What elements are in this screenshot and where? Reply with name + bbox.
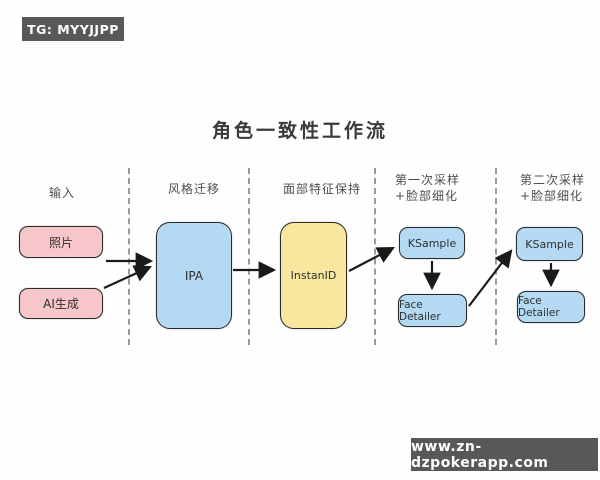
- column-header-style-transfer: 风格迁移: [153, 181, 235, 197]
- node-ksample-1: KSample: [399, 227, 465, 259]
- column-header-label-line1: 第一次采样: [395, 173, 461, 187]
- column-header-first-sampling: 第一次采样 +脸部细化: [395, 172, 475, 204]
- column-header-label-line2: +脸部细化: [395, 189, 459, 203]
- node-photo: 照片: [19, 226, 103, 258]
- arrow-instanid-to-ksample1: [348, 246, 395, 272]
- website-watermark-badge: www.zn-dzpokerapp.com: [411, 438, 598, 471]
- column-header-label: 面部特征保持: [282, 182, 361, 196]
- column-header-label: 输入: [48, 186, 75, 200]
- node-instanid: InstanID: [280, 222, 347, 329]
- node-ksample-2: KSample: [516, 227, 583, 261]
- node-ai-generated: AI生成: [19, 288, 103, 319]
- column-header-face-feature-keep: 面部特征保持: [268, 181, 376, 197]
- telegram-watermark-badge: TG: MYYJJPP: [22, 17, 124, 41]
- column-separator: [374, 168, 376, 345]
- arrow-detailer1-to-ksample2: [468, 249, 513, 307]
- column-separator: [495, 168, 497, 345]
- page-title: 角色一致性工作流: [211, 120, 388, 142]
- node-face-detailer-1: Face Detailer: [398, 294, 467, 327]
- node-face-detailer-2: Face Detailer: [517, 291, 585, 323]
- column-header-second-sampling: 第二次采样 +脸部细化: [520, 172, 600, 204]
- column-separator: [248, 168, 250, 345]
- node-ipa: IPA: [156, 222, 232, 329]
- column-separator: [128, 168, 130, 345]
- arrow-ai-to-ipa: [103, 265, 153, 290]
- column-header-label: 风格迁移: [167, 182, 220, 196]
- column-header-label-line1: 第二次采样: [520, 173, 586, 187]
- column-header-input: 输入: [27, 185, 97, 201]
- column-header-label-line2: +脸部细化: [520, 189, 584, 203]
